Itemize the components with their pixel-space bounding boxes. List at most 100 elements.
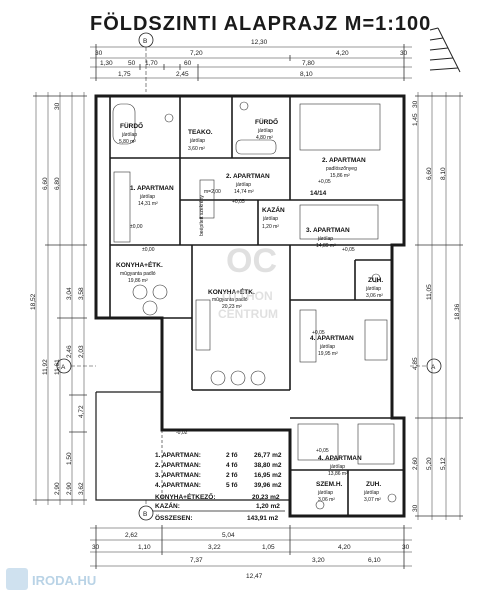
level-mark-4: +0,05 — [342, 247, 355, 253]
stair-label: 14/14 — [310, 190, 327, 197]
summary-people-2: 4 fő — [226, 462, 238, 469]
room-name-konyha-1: KONYHA+ÉTK. — [116, 260, 163, 269]
summary-extra-area-1: 20,23 m2 — [252, 494, 280, 501]
room-name-szemh: SZEM.H. — [316, 481, 343, 488]
room-floor-apartman-3: járólap — [317, 236, 333, 242]
summary-table: 1. APARTMAN: 2 fő 26,77 m2 2. APARTMAN: … — [153, 452, 285, 522]
level-mark-7: +0,05 — [316, 448, 329, 454]
room-area-konyha-2: 20,23 m² — [222, 304, 242, 310]
axis-a-left: A — [56, 358, 96, 374]
left-dim-11: 1,50 — [66, 452, 73, 465]
top-dim-12: 2,45 — [176, 71, 189, 78]
top-dim-11: 1,75 — [118, 71, 131, 78]
room-area-fürdő-1: 5,80 m² — [119, 139, 136, 145]
summary-extra-label-1: KONYHA+ÉTKEZŐ: — [155, 492, 216, 501]
room-name-kazan: KAZÁN — [262, 205, 285, 214]
room-floor-apartman-2a: járólap — [235, 182, 251, 188]
bottom-dim-7: 4,20 — [338, 544, 351, 551]
room-floor-kazan: járólap — [262, 216, 278, 222]
top-dim-6: 1,30 — [100, 60, 113, 67]
room-area-apartman-2a: 14,74 m² — [234, 189, 254, 195]
room-floor-apartman-4b: járólap — [329, 464, 345, 470]
bottom-dim-4: 3,22 — [208, 544, 221, 551]
room-area-teako: 3,60 m² — [188, 146, 205, 152]
left-dim-6: 11,92 — [42, 359, 49, 375]
room-floor-apartman-1: járólap — [139, 194, 155, 200]
right-dim-1: 1,45 — [412, 113, 419, 126]
right-dim-7: 5,12 — [440, 457, 447, 470]
room-area-fürdő-2: 4,80 m² — [256, 135, 273, 141]
room-floor-zuh-2: járólap — [363, 490, 379, 496]
left-dim-8: 2,46 — [66, 345, 73, 358]
top-dim-2: 7,20 — [190, 50, 203, 57]
bottom-dim-5: 1,05 — [262, 544, 275, 551]
left-dimension-lines — [33, 92, 87, 505]
summary-people-4: 5 fő — [226, 482, 238, 489]
right-dimension-texts: 1,45 6,60 8,10 11,05 18,36 4,85 5,12 2,6… — [412, 100, 461, 512]
level-mark-1: +0,05 — [318, 179, 331, 185]
right-dim-8: 2,60 — [412, 457, 419, 470]
watermark-line-1: OTTHON — [222, 289, 273, 303]
room-area-apartman-4a: 19,95 m² — [318, 351, 338, 357]
bottom-dimension-lines — [90, 525, 412, 569]
room-floor-fürdő-2: járólap — [257, 128, 273, 134]
top-dim-1: 12,30 — [251, 39, 268, 46]
axis-b-top: B — [138, 32, 154, 92]
summary-area-2: 38,80 m2 — [254, 462, 282, 469]
level-mark-8: -0,02 — [176, 430, 188, 436]
right-dim-4: 11,05 — [426, 284, 433, 300]
room-area-szemh: 3,06 m² — [318, 497, 335, 503]
left-dim-15: 30 — [54, 102, 61, 110]
left-dim-2: 6,80 — [54, 177, 61, 190]
misc-label-cabinet: beépített szekrény — [199, 195, 205, 236]
room-name-fürdő-2: FÜRDŐ — [255, 117, 278, 126]
top-dim-13: 8,10 — [300, 71, 313, 78]
left-dimension-texts: 6,60 6,80 3,04 3,58 18,52 11,92 11,61 2,… — [30, 102, 85, 495]
left-dim-10: 4,72 — [78, 405, 85, 418]
room-name-apartman-3: 3. APARTMAN — [306, 227, 350, 234]
bottom-dim-2: 5,04 — [222, 532, 235, 539]
watermark-logo: OC — [226, 242, 277, 280]
room-name-zuh-2: ZUH. — [366, 481, 381, 488]
room-floor-konyha-1: mûgyanta padló — [120, 271, 156, 277]
room-area-apartman-1: 14,31 m² — [138, 201, 158, 207]
bottom-dim-9: 6,10 — [368, 557, 381, 564]
room-floor-zuh-1: járólap — [365, 286, 381, 292]
room-name-apartman-1: 1. APARTMAN — [130, 185, 174, 192]
left-dim-9: 2,03 — [78, 345, 85, 358]
room-floor-szemh: járólap — [317, 490, 333, 496]
right-dim-11: 30 — [412, 504, 419, 512]
plan-title: FÖLDSZINTI ALAPRAJZ M=1:100 — [90, 12, 431, 35]
summary-label-4: 4. APARTMAN: — [155, 482, 201, 489]
bottom-dim-11: 30 — [92, 544, 100, 551]
bottom-dim-3: 1,10 — [138, 544, 151, 551]
left-dim-14: 2,90 — [54, 482, 61, 495]
right-dimension-lines — [415, 92, 463, 520]
summary-people-1: 2 fő — [226, 452, 238, 459]
bottom-dim-6: 7,37 — [190, 557, 203, 564]
room-floor-teako: járólap — [189, 138, 205, 144]
summary-extra-area-2: 1,20 m2 — [256, 503, 280, 510]
left-dim-3: 3,04 — [66, 287, 73, 300]
room-area-konyha-1: 19,86 m² — [128, 278, 148, 284]
top-dim-8: 1,70 — [145, 60, 158, 67]
left-dim-12: 2,90 — [66, 482, 73, 495]
right-dim-9: 5,20 — [426, 457, 433, 470]
right-dim-6: 4,85 — [412, 357, 419, 370]
right-dim-2: 6,60 — [426, 167, 433, 180]
level-mark-6: +0,05 — [312, 330, 325, 336]
bottom-dim-1: 2,62 — [125, 532, 138, 539]
watermark-line-2: CENTRUM — [218, 307, 278, 321]
summary-label-3: 3. APARTMAN: — [155, 472, 201, 479]
summary-people-3: 2 fő — [226, 472, 238, 479]
summary-label-1: 1. APARTMAN: — [155, 452, 201, 459]
bottom-dim-8: 3,20 — [312, 557, 325, 564]
top-dim-3: 4,20 — [336, 50, 349, 57]
logo-icon — [6, 568, 28, 590]
site-logo: IRODA.HU — [6, 568, 96, 590]
room-floor-apartman-4a: járólap — [319, 344, 335, 350]
right-dim-3: 8,10 — [440, 167, 447, 180]
summary-total-label: ÖSSZESEN: — [155, 513, 193, 522]
left-dim-7: 11,61 — [54, 359, 61, 375]
